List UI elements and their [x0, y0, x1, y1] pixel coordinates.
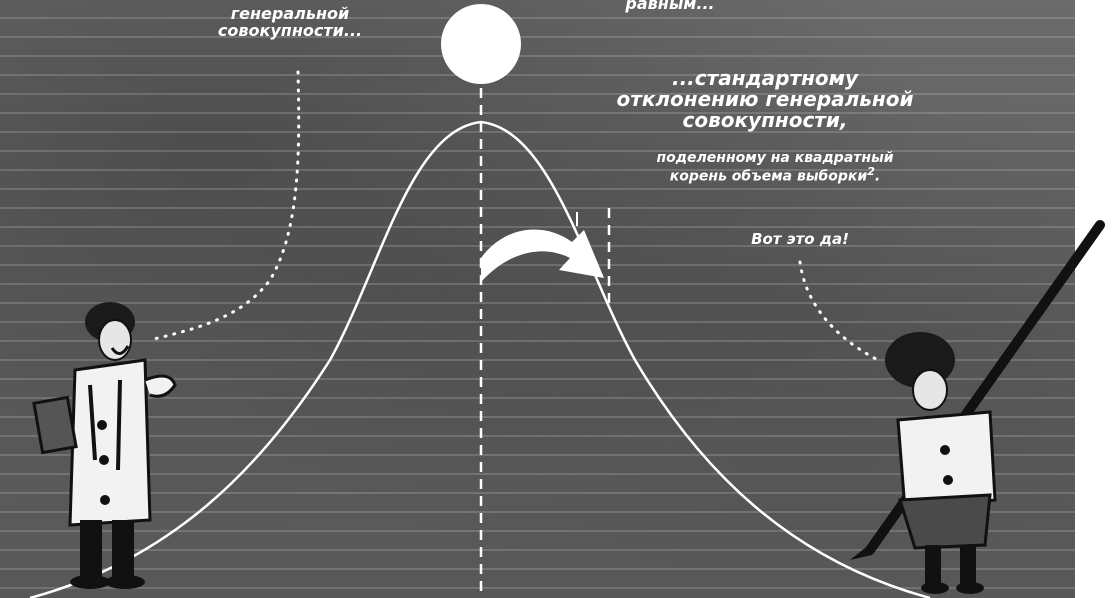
exclamation-caption: Вот это да!	[751, 230, 849, 248]
main-subcaption: поделенному на квадратный корень объема …	[585, 150, 965, 185]
curved-arrow-icon	[481, 229, 604, 282]
left-caption-line-2: совокупности...	[217, 20, 363, 40]
bell-curve	[29, 120, 931, 598]
main-sub-line-2: корень объема выборки2.	[585, 165, 965, 185]
footnote-mark: 2	[867, 165, 875, 179]
left-leader-dots	[148, 70, 301, 342]
main-caption-line-2: отклонению генеральной	[616, 87, 914, 111]
left-caption-line-1: генеральной	[230, 4, 350, 23]
page-margin	[1075, 0, 1112, 598]
top-caption: равным...	[625, 0, 715, 13]
main-sub-line-1: поделенному на квадратный	[656, 150, 894, 166]
footnote-dot: .	[874, 168, 881, 185]
left-caption: генеральной совокупности...	[195, 4, 385, 40]
main-sub-line-2-text: корень объема выборки	[669, 168, 868, 185]
scientist-with-pen-icon	[850, 220, 1105, 594]
main-caption-line-1: ...стандартному	[671, 66, 859, 90]
main-caption: ...стандартному отклонению генеральной с…	[560, 68, 970, 131]
scientist-with-clipboard-icon	[32, 302, 177, 589]
moon-circle-icon	[441, 4, 521, 84]
main-caption-line-3: совокупности,	[682, 108, 848, 132]
right-leader-dots	[798, 260, 880, 362]
chalkboard	[0, 0, 1075, 598]
